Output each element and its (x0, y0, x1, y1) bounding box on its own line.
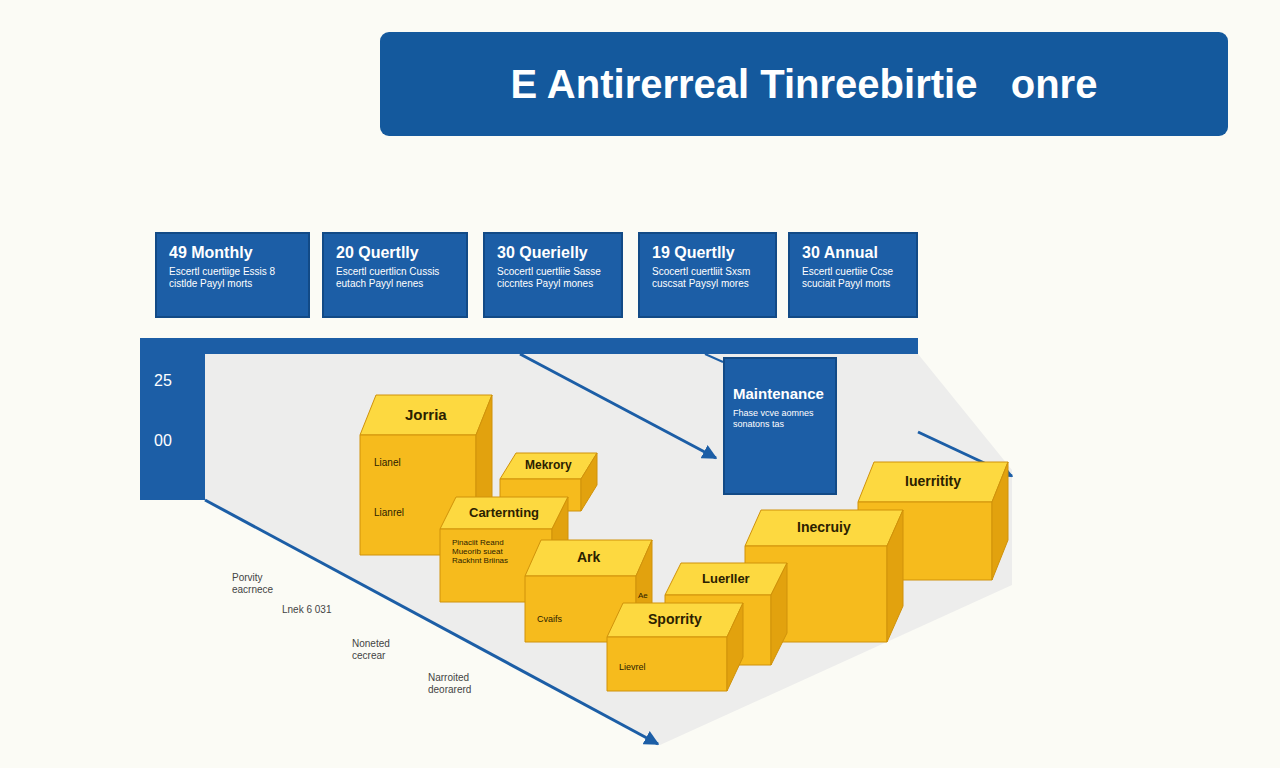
block-face (500, 453, 597, 479)
leader-line (705, 354, 723, 362)
box-heading: Carternting (469, 506, 539, 520)
block-face (665, 563, 787, 595)
floor-plane (205, 354, 1012, 745)
block-face (771, 563, 787, 665)
box-text: Lianrel (374, 507, 404, 518)
box-text: Fhase vcve aomnes sonatons tas (733, 408, 827, 430)
box-text: Escertl cuertlicn Cussis eutach Payyl ne… (336, 266, 456, 289)
block-face (360, 395, 492, 435)
box-heading: 30 Annual (802, 244, 906, 262)
box-text: Scocertl cuertliit Sxsm cuscsat Paysyl m… (652, 266, 765, 289)
period-box: 19 QuertllyScocertl cuertliit Sxsm cuscs… (638, 232, 777, 318)
period-box: 20 QuertllyEscertl cuertlicn Cussis euta… (322, 232, 468, 318)
period-box: 30 QueriellyScocertl cuertliie Sasse cic… (483, 232, 623, 318)
box-text: Scocertl cuertliie Sasse ciccntes Payyl … (497, 266, 611, 289)
box-heading: Jorria (405, 407, 447, 424)
flow-arrow (520, 354, 716, 458)
box-heading: 30 Querielly (497, 244, 611, 262)
box-heading: Luerller (702, 572, 750, 586)
box-text: Pinaciit Reand Mueorib sueat Rackhnt Bri… (452, 539, 514, 565)
axis-note: Noneted cecrear (352, 638, 422, 661)
axis-block: 25 00 (140, 338, 205, 500)
box-text: Escertl cuertiige Essis 8 cistlde Payyl … (169, 266, 298, 289)
box-heading: Ark (577, 550, 600, 565)
box-heading: Inecruiy (797, 520, 851, 535)
period-box: 30 AnnualEscertl cuertiie Ccse scuciait … (788, 232, 918, 318)
box-text: Lievrel (619, 663, 646, 673)
block-face (745, 510, 903, 546)
box-heading: Maintenance (733, 385, 827, 402)
yellow-block: SporrityLievrel (607, 603, 743, 691)
box-text: 00 (154, 432, 172, 450)
block-face (525, 540, 652, 576)
block-face (887, 510, 903, 642)
box-text: Escertl cuertiie Ccse scuciait Payyl mor… (802, 266, 906, 289)
top-band (140, 338, 918, 354)
box-text: Cvaifs (537, 615, 562, 625)
block-face (581, 453, 597, 511)
block-face (727, 603, 743, 691)
block-face (607, 603, 743, 637)
box-text: Lianel (374, 457, 401, 468)
axis-note: Lnek 6 031 (282, 604, 352, 616)
box-heading: 20 Quertlly (336, 244, 456, 262)
block-face (992, 462, 1008, 580)
box-heading: 19 Quertlly (652, 244, 765, 262)
maintenance-box: MaintenanceFhase vcve aomnes sonatons ta… (723, 357, 837, 495)
box-heading: Sporrity (648, 612, 702, 627)
axis-note: Narroited deorarerd (428, 672, 498, 695)
box-text: Ae (638, 592, 648, 601)
title-banner: E Antirerreal Tinreebirtie onre (380, 32, 1228, 136)
box-heading: Iuerritity (905, 474, 961, 489)
block-face (607, 637, 727, 691)
box-heading: 25 (154, 372, 172, 390)
period-box: 49 MonthlyEscertl cuertiige Essis 8 cist… (155, 232, 310, 318)
box-heading: Mekrory (525, 459, 572, 472)
box-heading: 49 Monthly (169, 244, 298, 262)
block-face (440, 497, 568, 529)
axis-note: Porvity eacrnece (232, 572, 302, 595)
block-face (858, 462, 1008, 502)
